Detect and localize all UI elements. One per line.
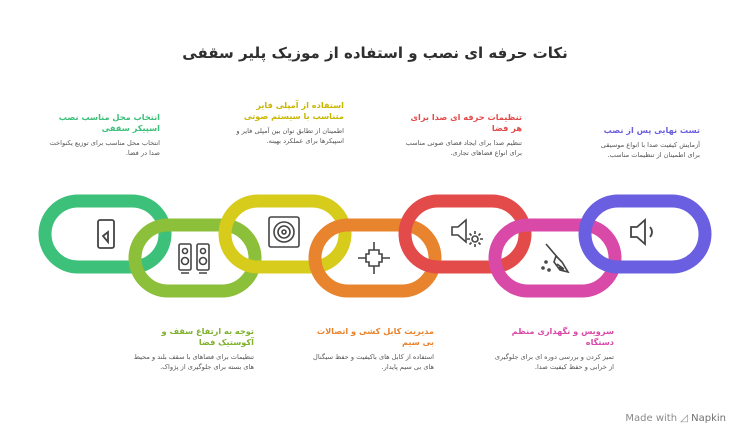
watermark-brand: Napkin (691, 413, 726, 424)
step-4-text: مدیریت کابل کشی و اتصالات بی سیم استفاده… (312, 326, 434, 372)
chain-link-6 (488, 218, 622, 298)
step-5-heading: تنظیمات حرفه ای صدا برای هر فضا (410, 112, 522, 133)
step-6-desc: تمیز کردن و بررسی دوره ای برای جلوگیری ا… (494, 353, 614, 371)
step-6-heading: سرویس و نگهداری منظم دستگاه (511, 326, 614, 347)
volume-settings-icon (451, 218, 483, 247)
step-3-heading: استفاده از آمپلی فایر متناسب با سیستم صو… (243, 100, 344, 121)
speaker-icon (97, 219, 115, 249)
step-4-heading: مدیریت کابل کشی و اتصالات بی سیم (316, 326, 434, 347)
step-3-text: استفاده از آمپلی فایر متناسب با سیستم صو… (222, 100, 344, 146)
step-2-desc: تنظیمات برای فضاهای با سقف بلند و محیط ه… (133, 353, 254, 371)
step-1-heading: انتخاب محل مناسب نصب اسپیکر سقفی (58, 112, 160, 133)
step-3-desc: اطمینان از تطابق توان بین آمپلی فایر و ا… (236, 127, 344, 145)
chain-link-1 (38, 194, 172, 274)
watermark-prefix: Made with (625, 413, 678, 424)
subwoofer-icon (268, 216, 300, 248)
step-7-text: تست نهایی پس از نصب آزمایش کیفیت صدا با … (590, 125, 700, 160)
step-5-desc: تنظیم صدا برای ایجاد فضای صوتی مناسب برا… (405, 139, 522, 157)
step-6-text: سرویس و نگهداری منظم دستگاه تمیز کردن و … (492, 326, 614, 372)
page-title: نکات حرفه ای نصب و استفاده از موزیک پلیر… (182, 44, 568, 62)
volume-low-icon (630, 218, 653, 246)
step-7-desc: آزمایش کیفیت صدا با انواع موسیقی برای اط… (600, 141, 700, 159)
chain-link-2 (128, 218, 262, 298)
step-5-text: تنظیمات حرفه ای صدا برای هر فضا تنظیم صد… (400, 112, 522, 158)
chain-link-7 (578, 194, 712, 274)
speakers-pair-icon (178, 243, 210, 274)
step-4-desc: استفاده از کابل های باکیفیت و حفظ سیگنال… (313, 353, 434, 371)
step-2-heading: توجه به ارتفاع سقف و آکوستیک فضا (161, 326, 254, 347)
cable-connection-icon (358, 242, 390, 274)
watermark: Made with ◿ Napkin (625, 413, 726, 424)
chain-link-5 (398, 194, 532, 274)
step-1-desc: انتخاب محل مناسب برای توزیع یکنواخت صدا … (49, 139, 160, 157)
step-7-heading: تست نهایی پس از نصب (603, 125, 700, 135)
step-1-text: انتخاب محل مناسب نصب اسپیکر سقفی انتخاب … (40, 112, 160, 158)
broom-icon (541, 243, 570, 274)
chain-link-4 (308, 218, 442, 298)
napkin-logo-icon: ◿ (680, 413, 688, 424)
chain-link-3 (218, 194, 352, 274)
step-2-text: توجه به ارتفاع سقف و آکوستیک فضا تنظیمات… (132, 326, 254, 372)
